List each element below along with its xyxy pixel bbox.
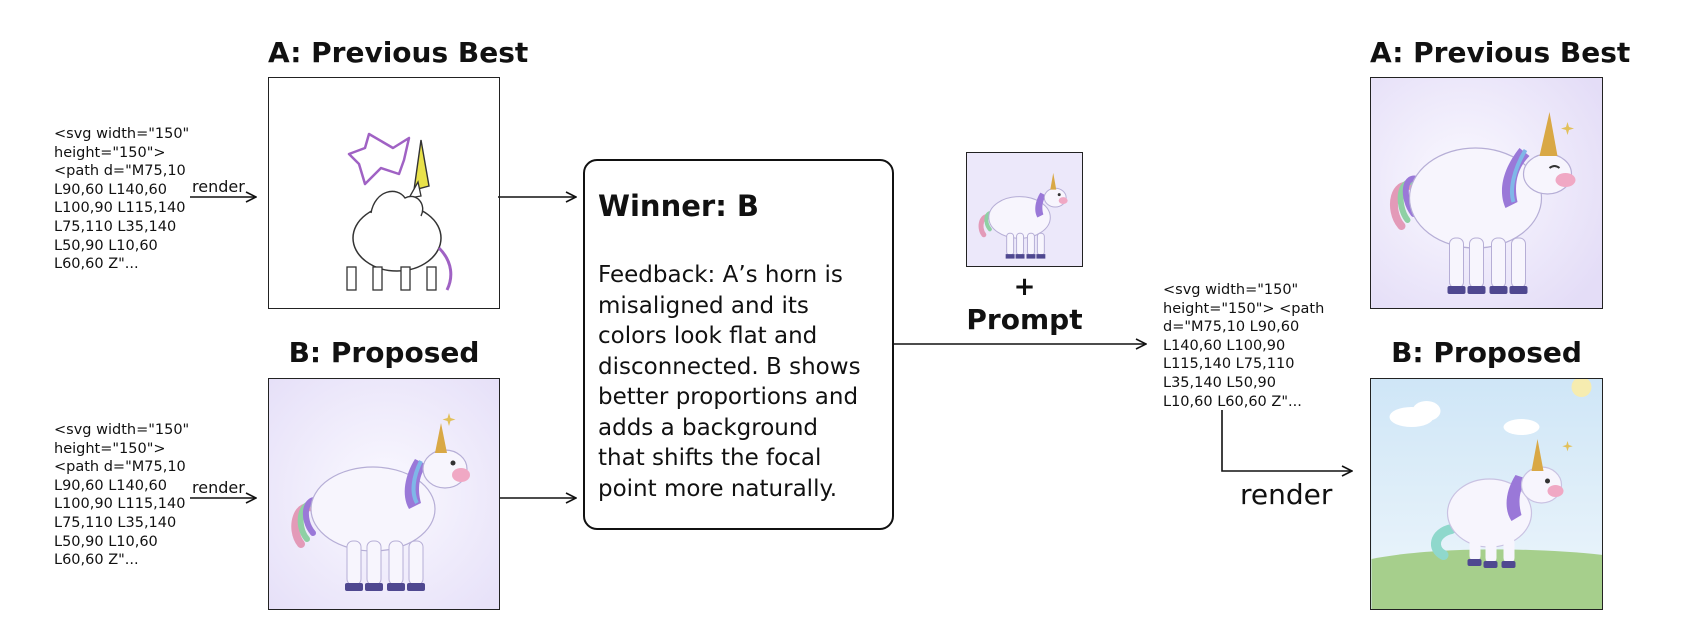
right-image-b-proposed (1370, 378, 1603, 610)
unicorn-thumbnail (966, 152, 1083, 267)
panel-b-title: B: Proposed (288, 336, 480, 369)
unicorn-previous-best-image (1371, 78, 1602, 308)
image-b-proposed (268, 378, 500, 610)
winner-feedback-box: Winner: B Feedback: A’s horn is misalign… (583, 159, 894, 530)
plus-sign: + (1013, 272, 1036, 302)
render-label-right: render (1240, 478, 1333, 511)
unicorn-scene-image (1371, 379, 1602, 609)
svg-code-b: <svg width="150" height="150"> <path d="… (54, 422, 190, 569)
right-panel-b-title: B: Proposed (1391, 336, 1582, 369)
svg-code-a: <svg width="150" height="150"> <path d="… (54, 126, 190, 273)
svg-code-output: <svg width="150" height="150"> <path d="… (1163, 282, 1325, 410)
unicorn-thumbnail-image (968, 153, 1082, 266)
panel-a-title: A: Previous Best (268, 36, 529, 69)
image-a-previous-best (268, 77, 500, 309)
unicorn-sketch-image (346, 132, 453, 291)
feedback-text: Feedback: A’s horn is misaligned and its… (598, 262, 861, 502)
unicorn-styled-image (269, 379, 499, 609)
render-label-a: render (192, 177, 245, 196)
right-panel-a-title: A: Previous Best (1370, 36, 1631, 69)
render-arrow-right (1221, 410, 1352, 471)
render-label-b: render (192, 478, 245, 497)
winner-title: Winner: B (598, 189, 759, 223)
prompt-label: Prompt (966, 303, 1083, 336)
right-image-a-previous-best (1370, 77, 1603, 309)
